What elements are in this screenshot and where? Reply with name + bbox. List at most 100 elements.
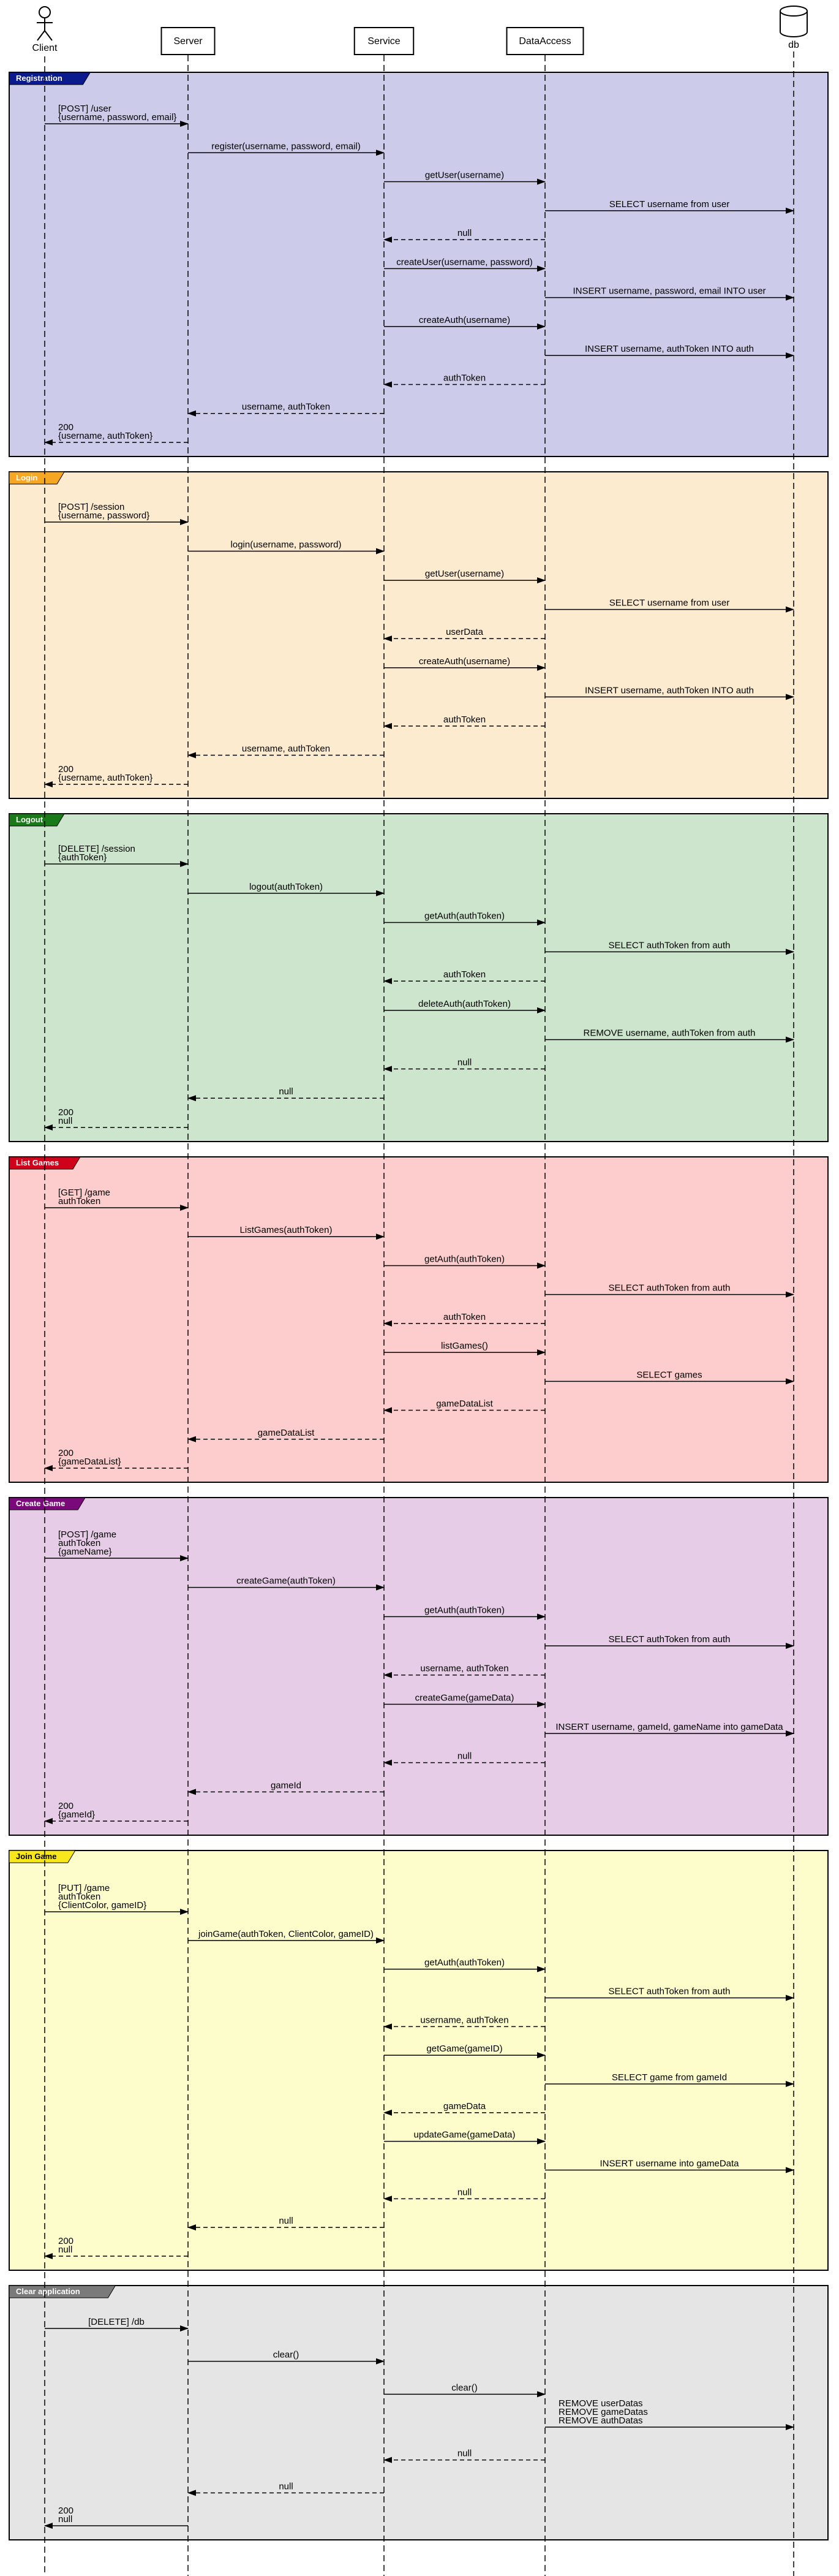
message-arrow: SELECT username from user <box>545 199 794 214</box>
message-label: 200 <box>58 2506 73 2516</box>
message-label: login(username, password) <box>231 540 342 550</box>
participant-box <box>353 27 415 55</box>
message-arrow: 200{username, authToken} <box>44 764 188 787</box>
message-arrow: 200{gameDataList} <box>44 1448 188 1471</box>
message-arrow: [DELETE] /session{authToken} <box>45 844 189 867</box>
section-frame <box>9 72 829 457</box>
message-arrow: authToken <box>383 1312 545 1327</box>
section-registration: Registration <box>9 72 829 457</box>
participant-label: Client <box>32 43 58 53</box>
message-arrow: SELECT authToken from auth <box>545 1283 794 1298</box>
message-label: {authToken} <box>58 852 107 863</box>
message-arrow: null <box>187 2481 384 2496</box>
message-label: username, authToken <box>420 1664 508 1674</box>
actor-icon <box>37 6 53 41</box>
participant-label: Server <box>173 36 203 47</box>
message-label: 200 <box>58 2236 73 2246</box>
section-join-game: Join Game <box>9 1850 829 2271</box>
message-arrow: username, authToken <box>187 402 384 417</box>
message-label: {gameDataList} <box>58 1457 121 1467</box>
message-label: createGame(gameData) <box>415 1692 514 1703</box>
participant-server: Server <box>160 27 216 55</box>
message-label: INSERT username, password, email INTO us… <box>573 286 766 297</box>
message-label: REMOVE userDatas <box>559 2398 643 2409</box>
message-arrow: ListGames(authToken) <box>188 1225 385 1240</box>
message-label: null <box>279 1086 293 1097</box>
message-label: clear() <box>451 2382 478 2393</box>
message-label: joinGame(authToken, ClientColor, gameID) <box>198 1929 374 1939</box>
message-arrow: username, authToken <box>187 743 384 759</box>
message-label: createUser(username, password) <box>396 257 533 267</box>
message-label: userData <box>446 627 484 637</box>
message-label: register(username, password, email) <box>211 141 360 151</box>
message-arrow: createGame(authToken) <box>188 1576 385 1591</box>
message-label: null <box>457 228 472 238</box>
message-label: authToken <box>58 1538 100 1548</box>
message-label: listGames() <box>441 1341 488 1351</box>
message-label: [DELETE] /db <box>88 2317 145 2327</box>
message-arrow: authToken <box>383 714 545 729</box>
message-arrow: SELECT authToken from auth <box>545 940 794 955</box>
section-tag <box>9 471 65 485</box>
message-arrow: getUser(username) <box>384 569 546 584</box>
message-label: getUser(username) <box>425 170 504 181</box>
message-arrow: clear() <box>188 2350 385 2365</box>
message-label: deleteAuth(authToken) <box>418 999 511 1009</box>
message-label: SELECT game from gameId <box>612 2072 727 2083</box>
message-arrow: SELECT game from gameId <box>545 2072 794 2087</box>
message-label: SELECT authToken from auth <box>609 1634 731 1645</box>
message-label: INSERT username, gameId, gameName into g… <box>555 1722 783 1732</box>
message-label: getAuth(authToken) <box>424 911 505 922</box>
message-arrow: null <box>383 1751 545 1766</box>
message-label: authToken <box>58 1892 100 1902</box>
message-label: logout(authToken) <box>249 882 323 892</box>
participant-box <box>506 27 584 55</box>
message-label: INSERT username into gameData <box>600 2159 739 2169</box>
section-tag <box>9 1156 81 1170</box>
message-label: INSERT username, authToken INTO auth <box>585 685 754 695</box>
message-label: null <box>58 2514 72 2525</box>
message-arrow: SELECT games <box>545 1369 794 1385</box>
message-label: null <box>279 2481 293 2491</box>
message-label: getAuth(authToken) <box>424 1254 505 1264</box>
section-tag <box>9 1497 86 1510</box>
participant-label: db <box>788 40 799 50</box>
message-arrow: getAuth(authToken) <box>384 1958 546 1972</box>
message-arrow: 200{username, authToken} <box>44 422 188 445</box>
message-label: 200 <box>58 422 73 433</box>
message-label: SELECT authToken from auth <box>609 1987 731 1997</box>
message-arrow: null <box>383 1057 545 1072</box>
section-label: Clear application <box>16 2287 80 2296</box>
message-arrow: getAuth(authToken) <box>384 911 546 926</box>
message-label: SELECT username from user <box>609 199 729 210</box>
message-arrow: listGames() <box>384 1341 546 1356</box>
message-label: REMOVE authDatas <box>559 2415 643 2426</box>
message-label: [PUT] /game <box>58 1883 110 1893</box>
message-label: REMOVE username, authToken from auth <box>584 1028 756 1039</box>
message-label: {username, password, email} <box>58 112 176 123</box>
message-arrow: getGame(gameID) <box>384 2044 546 2059</box>
message-arrow: [POST] /session{username, password} <box>45 502 189 525</box>
message-arrow: updateGame(gameData) <box>384 2130 546 2145</box>
message-arrow: gameDataList <box>383 1399 545 1414</box>
message-label: 200 <box>58 1801 73 1811</box>
message-arrow: username, authToken <box>383 1664 545 1678</box>
message-label: {username, authToken} <box>58 773 152 783</box>
message-arrow: logout(authToken) <box>188 882 385 896</box>
message-arrow: SELECT username from user <box>545 598 794 613</box>
message-arrow: null <box>383 2449 545 2463</box>
section-tag <box>9 813 65 827</box>
message-arrow: [DELETE] /db <box>45 2317 189 2332</box>
message-label: [POST] /session <box>58 502 124 512</box>
section-tag <box>9 72 91 85</box>
section-clear-application: Clear application <box>9 2285 829 2540</box>
message-label: 200 <box>58 1448 73 1458</box>
message-label: authToken <box>58 1196 100 1207</box>
message-label: SELECT authToken from auth <box>609 1283 731 1294</box>
participant-db: db <box>780 6 808 50</box>
message-label: SELECT username from user <box>609 598 729 608</box>
message-arrow: null <box>187 2216 384 2231</box>
section-label: Create Game <box>16 1499 65 1508</box>
